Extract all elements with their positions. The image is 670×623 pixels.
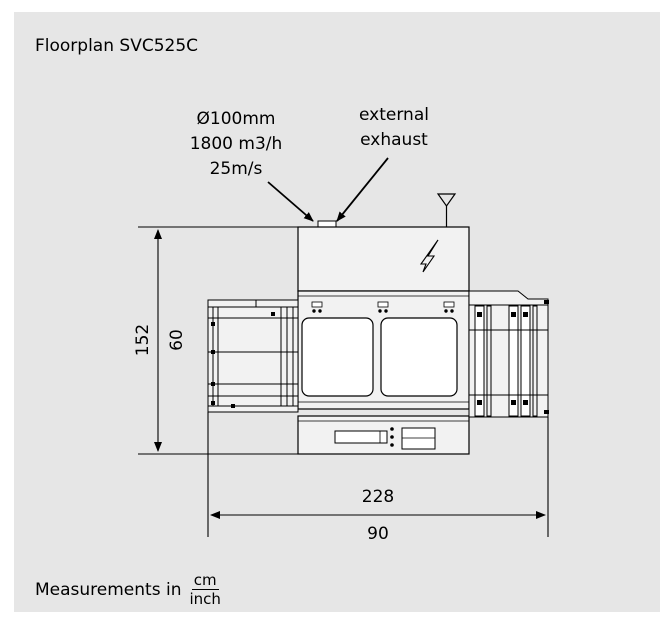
measurement-units-note: Measurements in cm inch bbox=[35, 572, 223, 607]
lightning-icon bbox=[419, 239, 439, 273]
right-door bbox=[380, 317, 458, 397]
exhaust-leader-arrow bbox=[336, 157, 389, 222]
width-cm-label: 228 bbox=[362, 487, 394, 507]
diameter-leader-arrow bbox=[267, 181, 314, 222]
control-switch-box bbox=[401, 427, 436, 450]
width-inch-label: 90 bbox=[367, 524, 389, 544]
callout-diameter: Ø100mm bbox=[197, 109, 276, 129]
control-display bbox=[334, 430, 388, 444]
antenna-icon bbox=[436, 193, 457, 227]
callout-velocity: 25m/s bbox=[210, 159, 263, 179]
depth-dimension bbox=[138, 226, 298, 455]
exhaust-port bbox=[317, 220, 337, 228]
left-rack-fittings bbox=[211, 312, 275, 408]
callout-exhaust-line2: exhaust bbox=[360, 130, 428, 150]
callout-airflow: 1800 m3/h bbox=[190, 134, 283, 154]
units-denominator: inch bbox=[189, 590, 221, 608]
left-door bbox=[301, 317, 374, 397]
machine-top-cabinet bbox=[297, 226, 470, 292]
width-dimension bbox=[207, 412, 549, 537]
depth-cm-label: 152 bbox=[133, 324, 153, 356]
diagram-title: Floorplan SVC525C bbox=[35, 36, 199, 56]
door-hinges bbox=[311, 301, 455, 313]
right-roller-fittings bbox=[477, 300, 549, 414]
callout-exhaust-line1: external bbox=[359, 105, 429, 125]
right-roller-attachment bbox=[468, 290, 549, 418]
control-buttons bbox=[390, 427, 394, 447]
depth-inch-label: 60 bbox=[167, 329, 187, 351]
units-prefix: Measurements in bbox=[35, 579, 182, 600]
left-rack-attachment bbox=[207, 299, 299, 413]
units-numerator: cm bbox=[191, 571, 219, 590]
units-fraction: cm inch bbox=[187, 572, 222, 607]
